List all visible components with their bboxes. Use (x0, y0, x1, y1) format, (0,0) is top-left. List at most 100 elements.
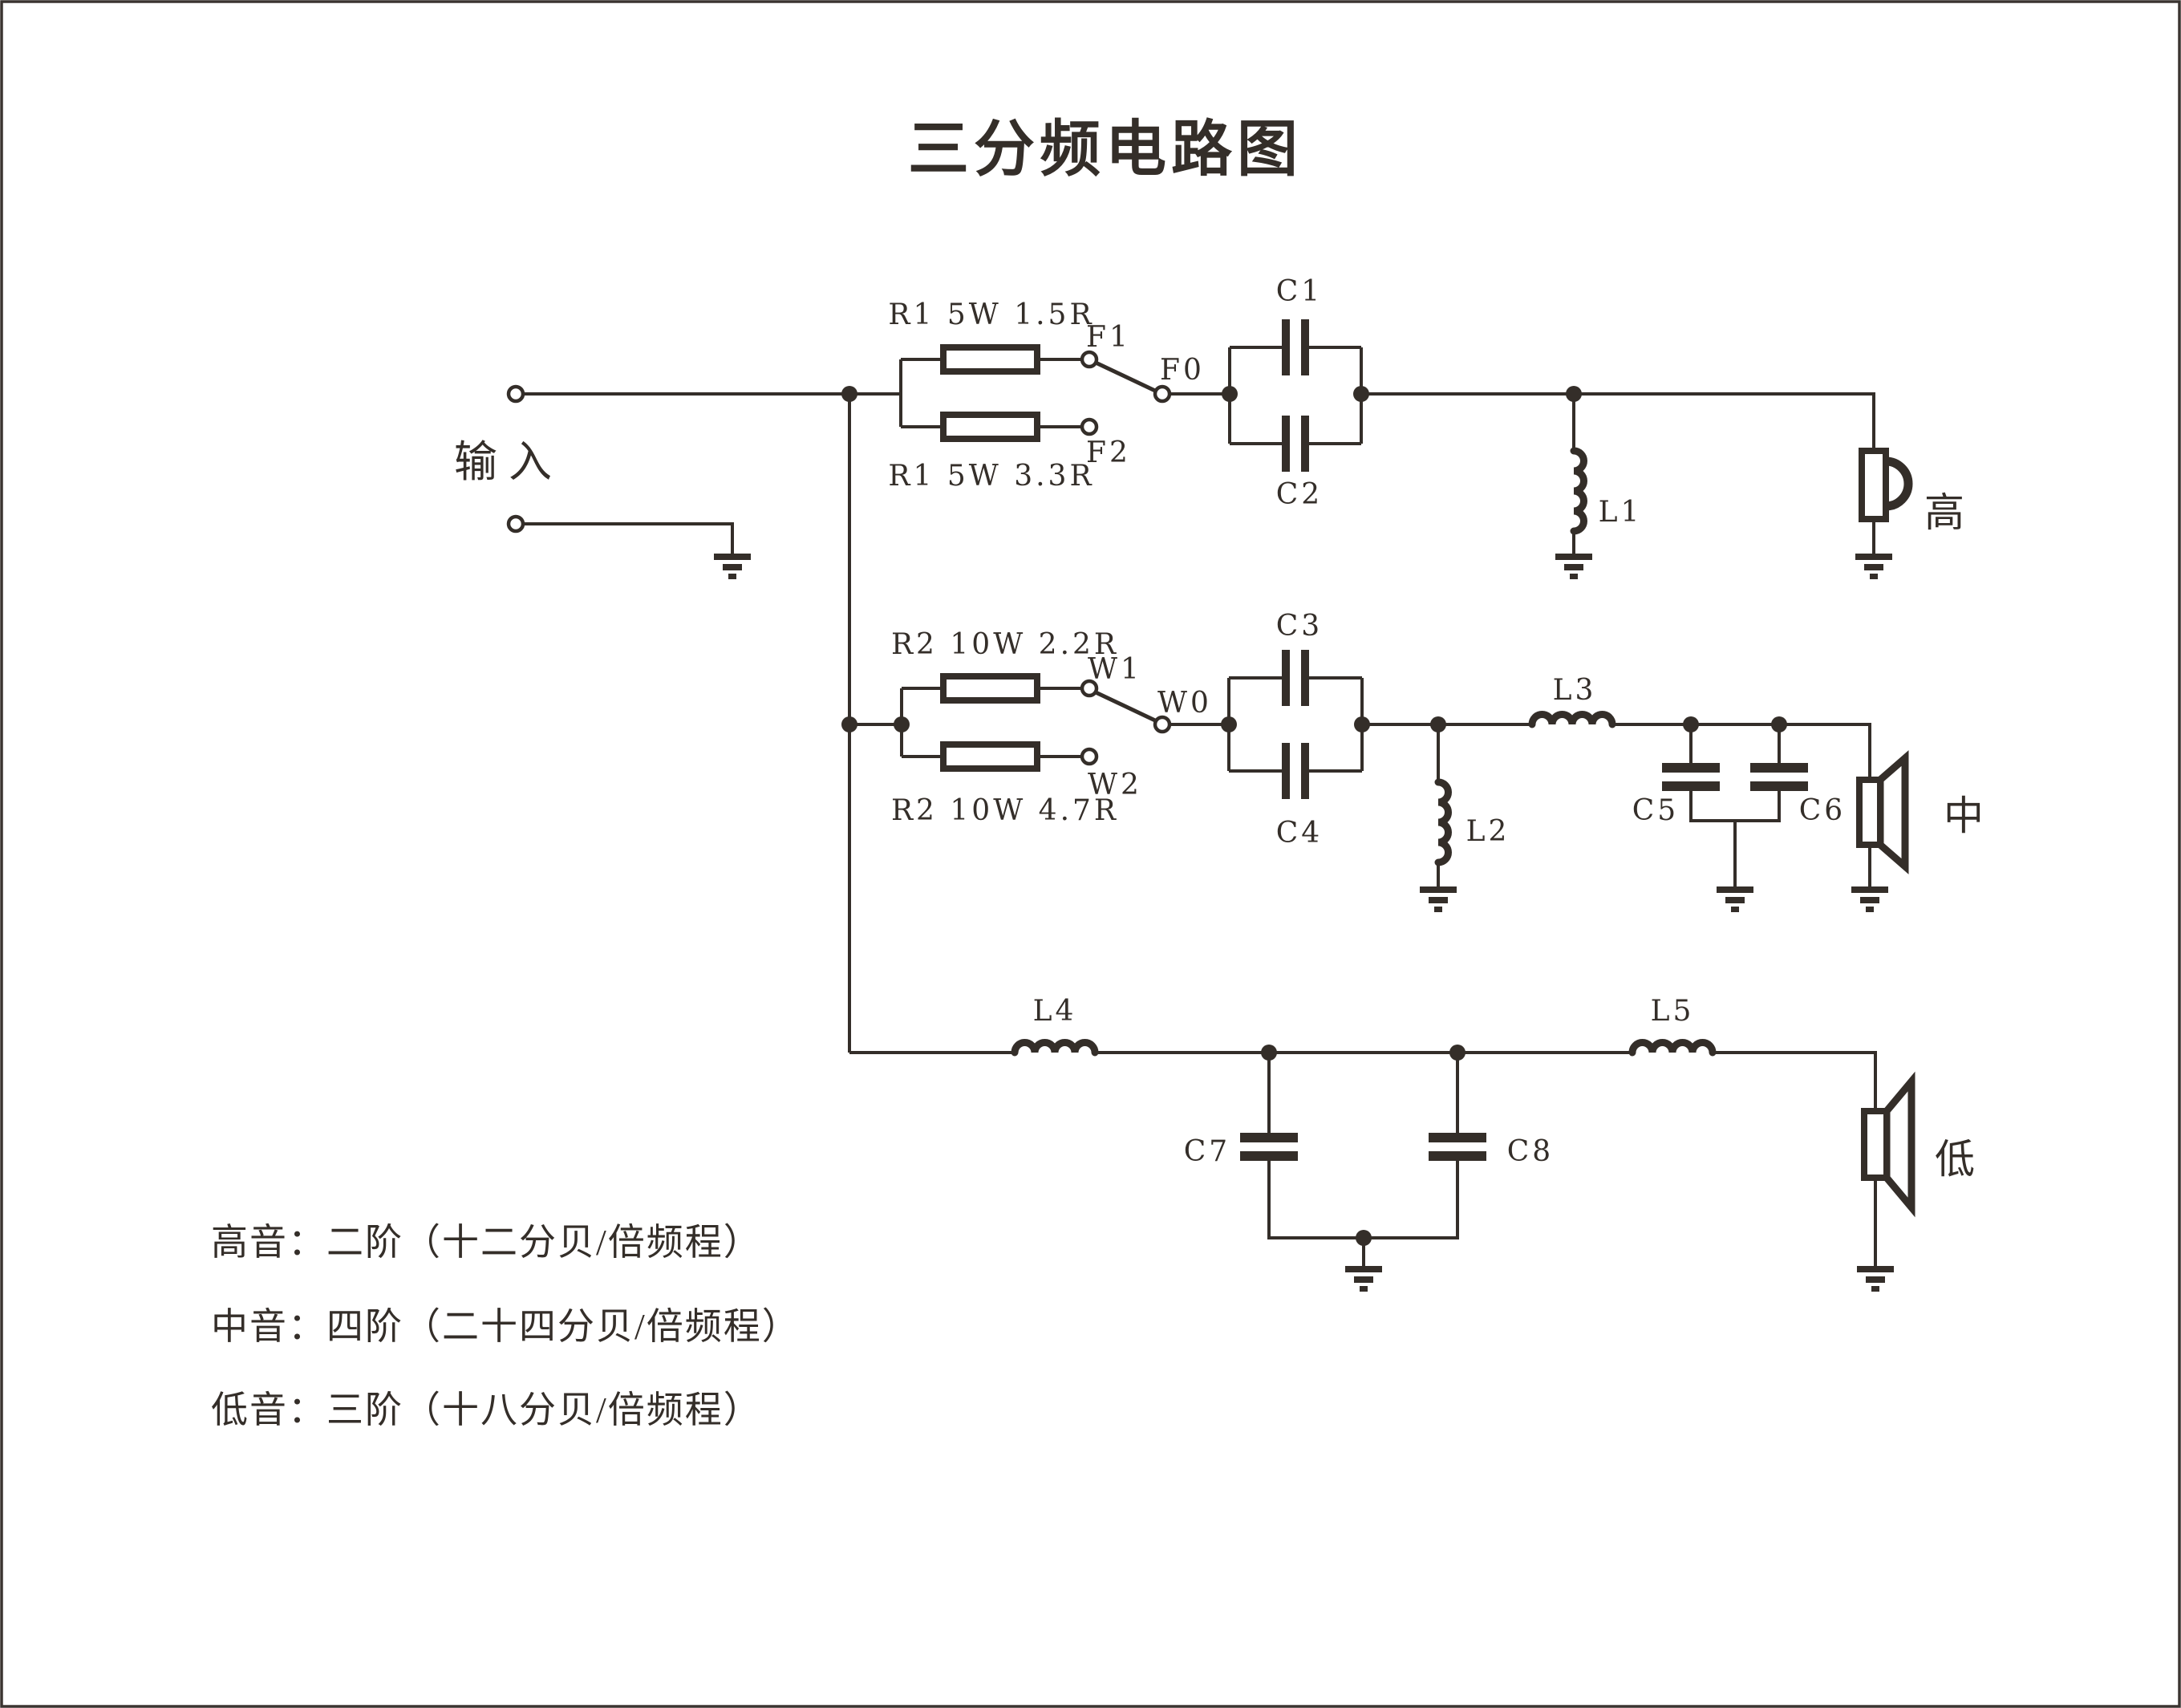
switch-contact-f0 (1153, 384, 1172, 404)
input-section: 输入 (454, 384, 857, 1053)
ground-icon (714, 554, 751, 579)
capacitor-label: C3 (1276, 610, 1323, 643)
capacitor-c8-plate (1429, 1151, 1486, 1161)
capacitor-label: C7 (1184, 1135, 1230, 1168)
resistor-r2-4r7 (940, 741, 1040, 772)
junction-dot (1356, 1230, 1372, 1246)
junction-dot (841, 716, 857, 732)
capacitor-c4-plate (1301, 743, 1309, 799)
junction-dot (1566, 386, 1582, 402)
contact-label: W0 (1157, 687, 1212, 720)
inductor-label: L1 (1599, 496, 1643, 529)
resistor-r1-3r3 (940, 412, 1040, 442)
wire (1689, 724, 1781, 886)
ground-icon (1855, 554, 1892, 579)
woofer-branch: L4 L5 C7 C8 低 (849, 995, 1975, 1292)
ground-icon (1857, 1266, 1894, 1292)
inductor-l5 (1632, 1043, 1713, 1053)
resistor-r1-1r5 (940, 344, 1040, 375)
page-title: 三分频电路图 (908, 116, 1303, 184)
inductor-label: L3 (1553, 674, 1597, 707)
capacitor-c8-plate (1429, 1133, 1486, 1142)
capacitor-c3-plate (1282, 650, 1290, 706)
wire (1228, 346, 1363, 445)
capacitor-c4-plate (1282, 743, 1290, 799)
capacitor-c2-plate (1301, 416, 1309, 472)
mid-branch: R2 10W 2.2R R2 10W 4.7R W1 W0 W2 C3 C4 L… (841, 610, 1984, 912)
capacitor-c5-plate (1662, 781, 1720, 791)
switch-contact-w1 (1080, 679, 1099, 698)
wire (1612, 723, 1871, 780)
capacitor-label: C8 (1507, 1135, 1554, 1168)
inductor-l1 (1574, 451, 1584, 531)
note-line: 高音：二阶（十二分贝/倍频程） (211, 1222, 762, 1263)
speaker-label-mid: 中 (1944, 793, 1984, 838)
junction-dot (894, 716, 910, 732)
woofer-horn-icon (1883, 1071, 1915, 1218)
switch-arm (1094, 690, 1157, 723)
ground-icon (1851, 886, 1888, 912)
resistor-r2-2r2 (940, 673, 1040, 704)
inductor-label: L4 (1033, 995, 1077, 1028)
capacitor-c7-plate (1240, 1151, 1298, 1161)
junction-dot (1221, 716, 1237, 732)
wire (849, 688, 903, 757)
capacitor-c1-plate (1301, 319, 1309, 375)
capacitor-label: C2 (1276, 478, 1323, 511)
switch-arm (1094, 360, 1157, 393)
switch-contact-f2 (1080, 417, 1099, 436)
note-line: 低音：三阶（十八分贝/倍频程） (211, 1390, 762, 1430)
capacitor-c1-plate (1282, 319, 1290, 375)
wire (1361, 392, 1875, 451)
tweeter-dome-icon (1885, 456, 1913, 511)
capacitor-label: C6 (1799, 794, 1846, 827)
wire (849, 359, 902, 427)
wire (901, 358, 1082, 428)
capacitor-c7-plate (1240, 1133, 1298, 1142)
resistor-label: R2 10W 2.2R (891, 628, 1119, 661)
mid-speaker-icon (1856, 777, 1883, 848)
capacitor-label: C5 (1632, 794, 1679, 827)
contact-label: F2 (1086, 436, 1131, 469)
ground-icon (1717, 886, 1753, 912)
capacitor-c5-plate (1662, 763, 1720, 773)
contact-label: W1 (1088, 653, 1142, 686)
woofer-speaker-icon (1861, 1108, 1890, 1181)
capacitor-label: C1 (1276, 275, 1323, 308)
input-terminal-plus (506, 384, 525, 404)
inductor-label: L5 (1651, 995, 1695, 1028)
resistor-label: R1 5W 1.5R (888, 298, 1094, 331)
contact-label: F1 (1086, 321, 1131, 354)
capacitor-c2-plate (1282, 416, 1290, 472)
inductor-l2 (1438, 782, 1449, 862)
capacitor-c3-plate (1301, 650, 1309, 706)
inductor-label: L2 (1466, 815, 1510, 848)
capacitor-c6-plate (1750, 781, 1808, 791)
inductor-l3 (1532, 715, 1612, 725)
capacitor-label: C4 (1276, 817, 1323, 850)
wire (523, 522, 734, 554)
switch-contact-f1 (1080, 350, 1099, 369)
note-line: 中音：四阶（二十四分贝/倍频程） (211, 1306, 801, 1347)
switch-contact-w2 (1080, 747, 1099, 766)
ground-icon (1345, 1266, 1382, 1292)
wire (902, 687, 1082, 758)
contact-label: F0 (1160, 354, 1205, 387)
speaker-label-low: 低 (1935, 1137, 1975, 1182)
capacitor-c6-plate (1750, 763, 1808, 773)
inductor-l4 (1015, 1043, 1095, 1053)
junction-dot (1222, 386, 1238, 402)
mid-speaker-horn-icon (1876, 750, 1909, 874)
resistor-label: R1 5W 3.3R (888, 460, 1094, 493)
input-label: 输入 (454, 438, 563, 486)
wire (1227, 676, 1364, 773)
ground-icon (1420, 886, 1457, 912)
ground-icon (1555, 554, 1592, 579)
wire (849, 1051, 1877, 1111)
contact-label: W2 (1088, 769, 1142, 801)
tweeter-speaker-icon (1859, 448, 1889, 522)
speaker-label-high: 高 (1924, 490, 1964, 535)
